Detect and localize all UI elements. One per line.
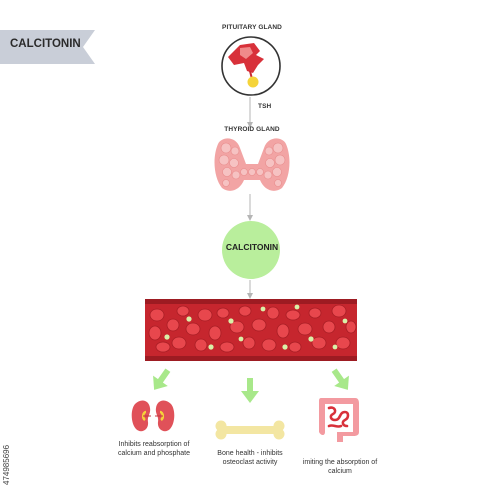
title-tag-text: CALCITONIN	[10, 38, 81, 50]
kidney-icon	[131, 400, 175, 432]
stock-id-text: 474985696	[2, 444, 11, 485]
arrow-thyroid-to-calcitonin	[247, 194, 253, 221]
arrow-to-bone	[241, 378, 259, 403]
bone-effect-label: Bone health - inhibits osteoclast activi…	[217, 450, 283, 467]
arrow-calcitonin-to-vessel	[247, 280, 253, 299]
title-tag-banner	[0, 30, 95, 64]
kidney-effect-label: Inhibits reabsorption of calcium and pho…	[118, 441, 190, 458]
tsh-label: TSH	[258, 103, 272, 110]
calcitonin-circle	[222, 221, 280, 279]
intestine-effect-label: imiting the absorption of calcium	[302, 459, 378, 476]
thyroid-gland-label: THYROID GLAND	[224, 126, 280, 133]
pituitary-gland-label: PITUITARY GLAND	[222, 24, 282, 31]
arrow-to-kidney	[153, 368, 171, 390]
thyroid-gland-icon	[214, 138, 290, 191]
calcitonin-circle-label: CALCITONIN	[225, 242, 279, 252]
intestine-icon	[319, 398, 359, 442]
arrow-to-intestine	[331, 368, 349, 390]
arrow-pituitary-to-thyroid	[247, 97, 253, 128]
stock-id-vertical: 474985696	[2, 385, 14, 495]
pituitary-gland-icon	[221, 36, 281, 96]
blood-vessel	[145, 299, 357, 361]
bone-icon	[215, 420, 285, 440]
